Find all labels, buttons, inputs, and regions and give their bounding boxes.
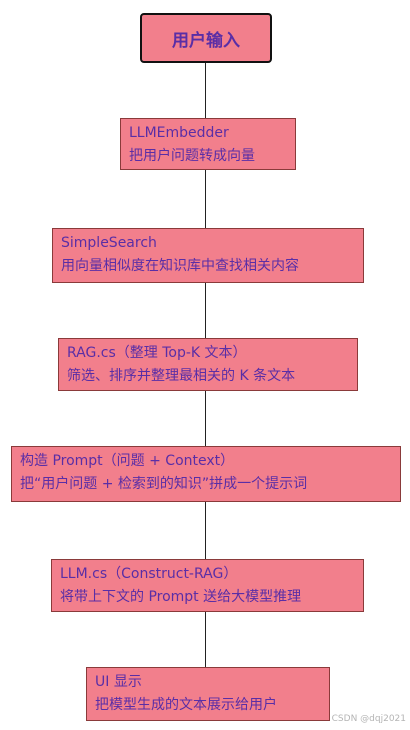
step-title: UI 显示	[95, 674, 142, 690]
step-ui-display: UI 显示 把模型生成的文本展示给用户	[86, 667, 330, 721]
start-node-label: 用户输入	[172, 30, 240, 51]
start-node-user-input: 用户输入	[140, 13, 272, 63]
connector-1	[205, 63, 206, 118]
step-description: 用向量相似度在知识库中查找相关内容	[61, 258, 299, 274]
step-title: 构造 Prompt（问题 + Context）	[20, 453, 235, 469]
step-rag-cs: RAG.cs（整理 Top-K 文本） 筛选、排序并整理最相关的 K 条文本	[58, 338, 358, 391]
step-title: LLMEmbedder	[129, 125, 229, 141]
connector-6	[205, 612, 206, 667]
watermark: CSDN @dqj2021	[331, 714, 406, 724]
step-llm-embedder: LLMEmbedder 把用户问题转成向量	[120, 118, 296, 170]
connector-3	[205, 283, 206, 338]
step-description: 把“用户问题 + 检索到的知识”拼成一个提示词	[20, 476, 308, 492]
connector-2	[205, 170, 206, 228]
step-description: 把模型生成的文本展示给用户	[95, 697, 277, 713]
step-title: RAG.cs（整理 Top-K 文本）	[67, 345, 247, 361]
step-simple-search: SimpleSearch 用向量相似度在知识库中查找相关内容	[52, 228, 364, 283]
step-title: LLM.cs（Construct-RAG）	[60, 566, 238, 582]
step-title: SimpleSearch	[61, 235, 157, 251]
step-llm-cs: LLM.cs（Construct-RAG） 将带上下文的 Prompt 送给大模…	[51, 559, 364, 612]
step-description: 把用户问题转成向量	[129, 148, 255, 164]
connector-4	[205, 391, 206, 446]
step-build-prompt: 构造 Prompt（问题 + Context） 把“用户问题 + 检索到的知识”…	[11, 446, 401, 502]
step-description: 筛选、排序并整理最相关的 K 条文本	[67, 368, 296, 384]
step-description: 将带上下文的 Prompt 送给大模型推理	[60, 589, 302, 605]
connector-5	[205, 502, 206, 559]
